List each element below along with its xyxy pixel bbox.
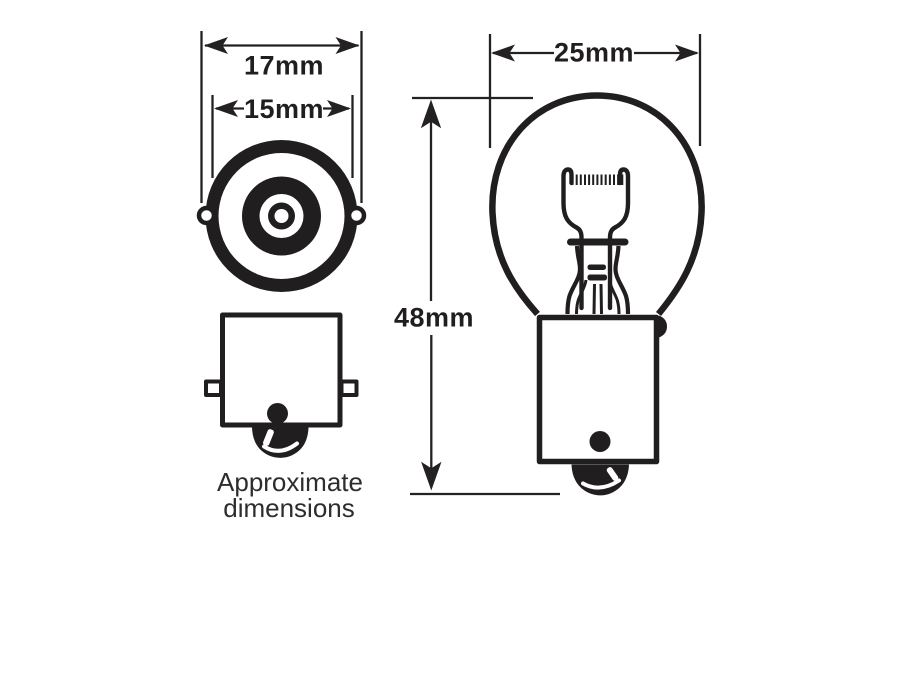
dimension-17mm: 17mm bbox=[200, 31, 363, 203]
stem-outline-left bbox=[565, 245, 583, 315]
extension-line bbox=[211, 95, 354, 178]
support-wire-left bbox=[561, 167, 584, 311]
contact-rim-line bbox=[581, 478, 621, 490]
contact-rim-line bbox=[262, 441, 299, 453]
extension-line bbox=[488, 34, 702, 148]
filament-coil bbox=[571, 174, 624, 185]
bayonet-pin-left bbox=[196, 205, 217, 226]
bottom-contact bbox=[252, 427, 309, 458]
base-side-view bbox=[204, 312, 359, 458]
pinch-seal-bar-1 bbox=[587, 264, 606, 270]
contact-highlight bbox=[263, 429, 274, 446]
stem-outline-right bbox=[613, 245, 631, 315]
caption-line-2: dimensions bbox=[223, 493, 355, 523]
bayonet-pin-right bbox=[346, 205, 367, 226]
contact-highlight bbox=[606, 467, 619, 481]
support-wire-right bbox=[607, 167, 631, 311]
pinch-seal-bar-2 bbox=[587, 274, 607, 281]
base-top-view bbox=[196, 140, 367, 292]
dimension-label-48mm: 48mm bbox=[394, 303, 474, 333]
contact-dot bbox=[589, 431, 611, 452]
dimension-48mm: 48mm bbox=[394, 96, 560, 496]
stem-foot-right bbox=[608, 279, 621, 315]
dimension-15mm: 15mm bbox=[211, 94, 354, 178]
stem-exhaust-tube bbox=[592, 283, 603, 315]
bayonet-pin bbox=[659, 315, 667, 338]
stem-foot-left bbox=[575, 279, 588, 315]
dimension-label-25mm: 25mm bbox=[554, 38, 634, 68]
dimension-label-17mm: 17mm bbox=[244, 51, 324, 81]
contact-dot bbox=[267, 403, 288, 424]
dimension-label-15mm: 15mm bbox=[244, 94, 324, 124]
bulb-front-view bbox=[489, 92, 705, 496]
glass-envelope bbox=[489, 92, 705, 317]
center-hole bbox=[274, 209, 289, 223]
caption-line-1: Approximate bbox=[217, 467, 363, 497]
bayonet-pin-left bbox=[204, 379, 223, 397]
extension-line bbox=[200, 31, 363, 203]
dimension-25mm: 25mm bbox=[488, 34, 702, 148]
bayonet-pin-right bbox=[339, 379, 359, 397]
